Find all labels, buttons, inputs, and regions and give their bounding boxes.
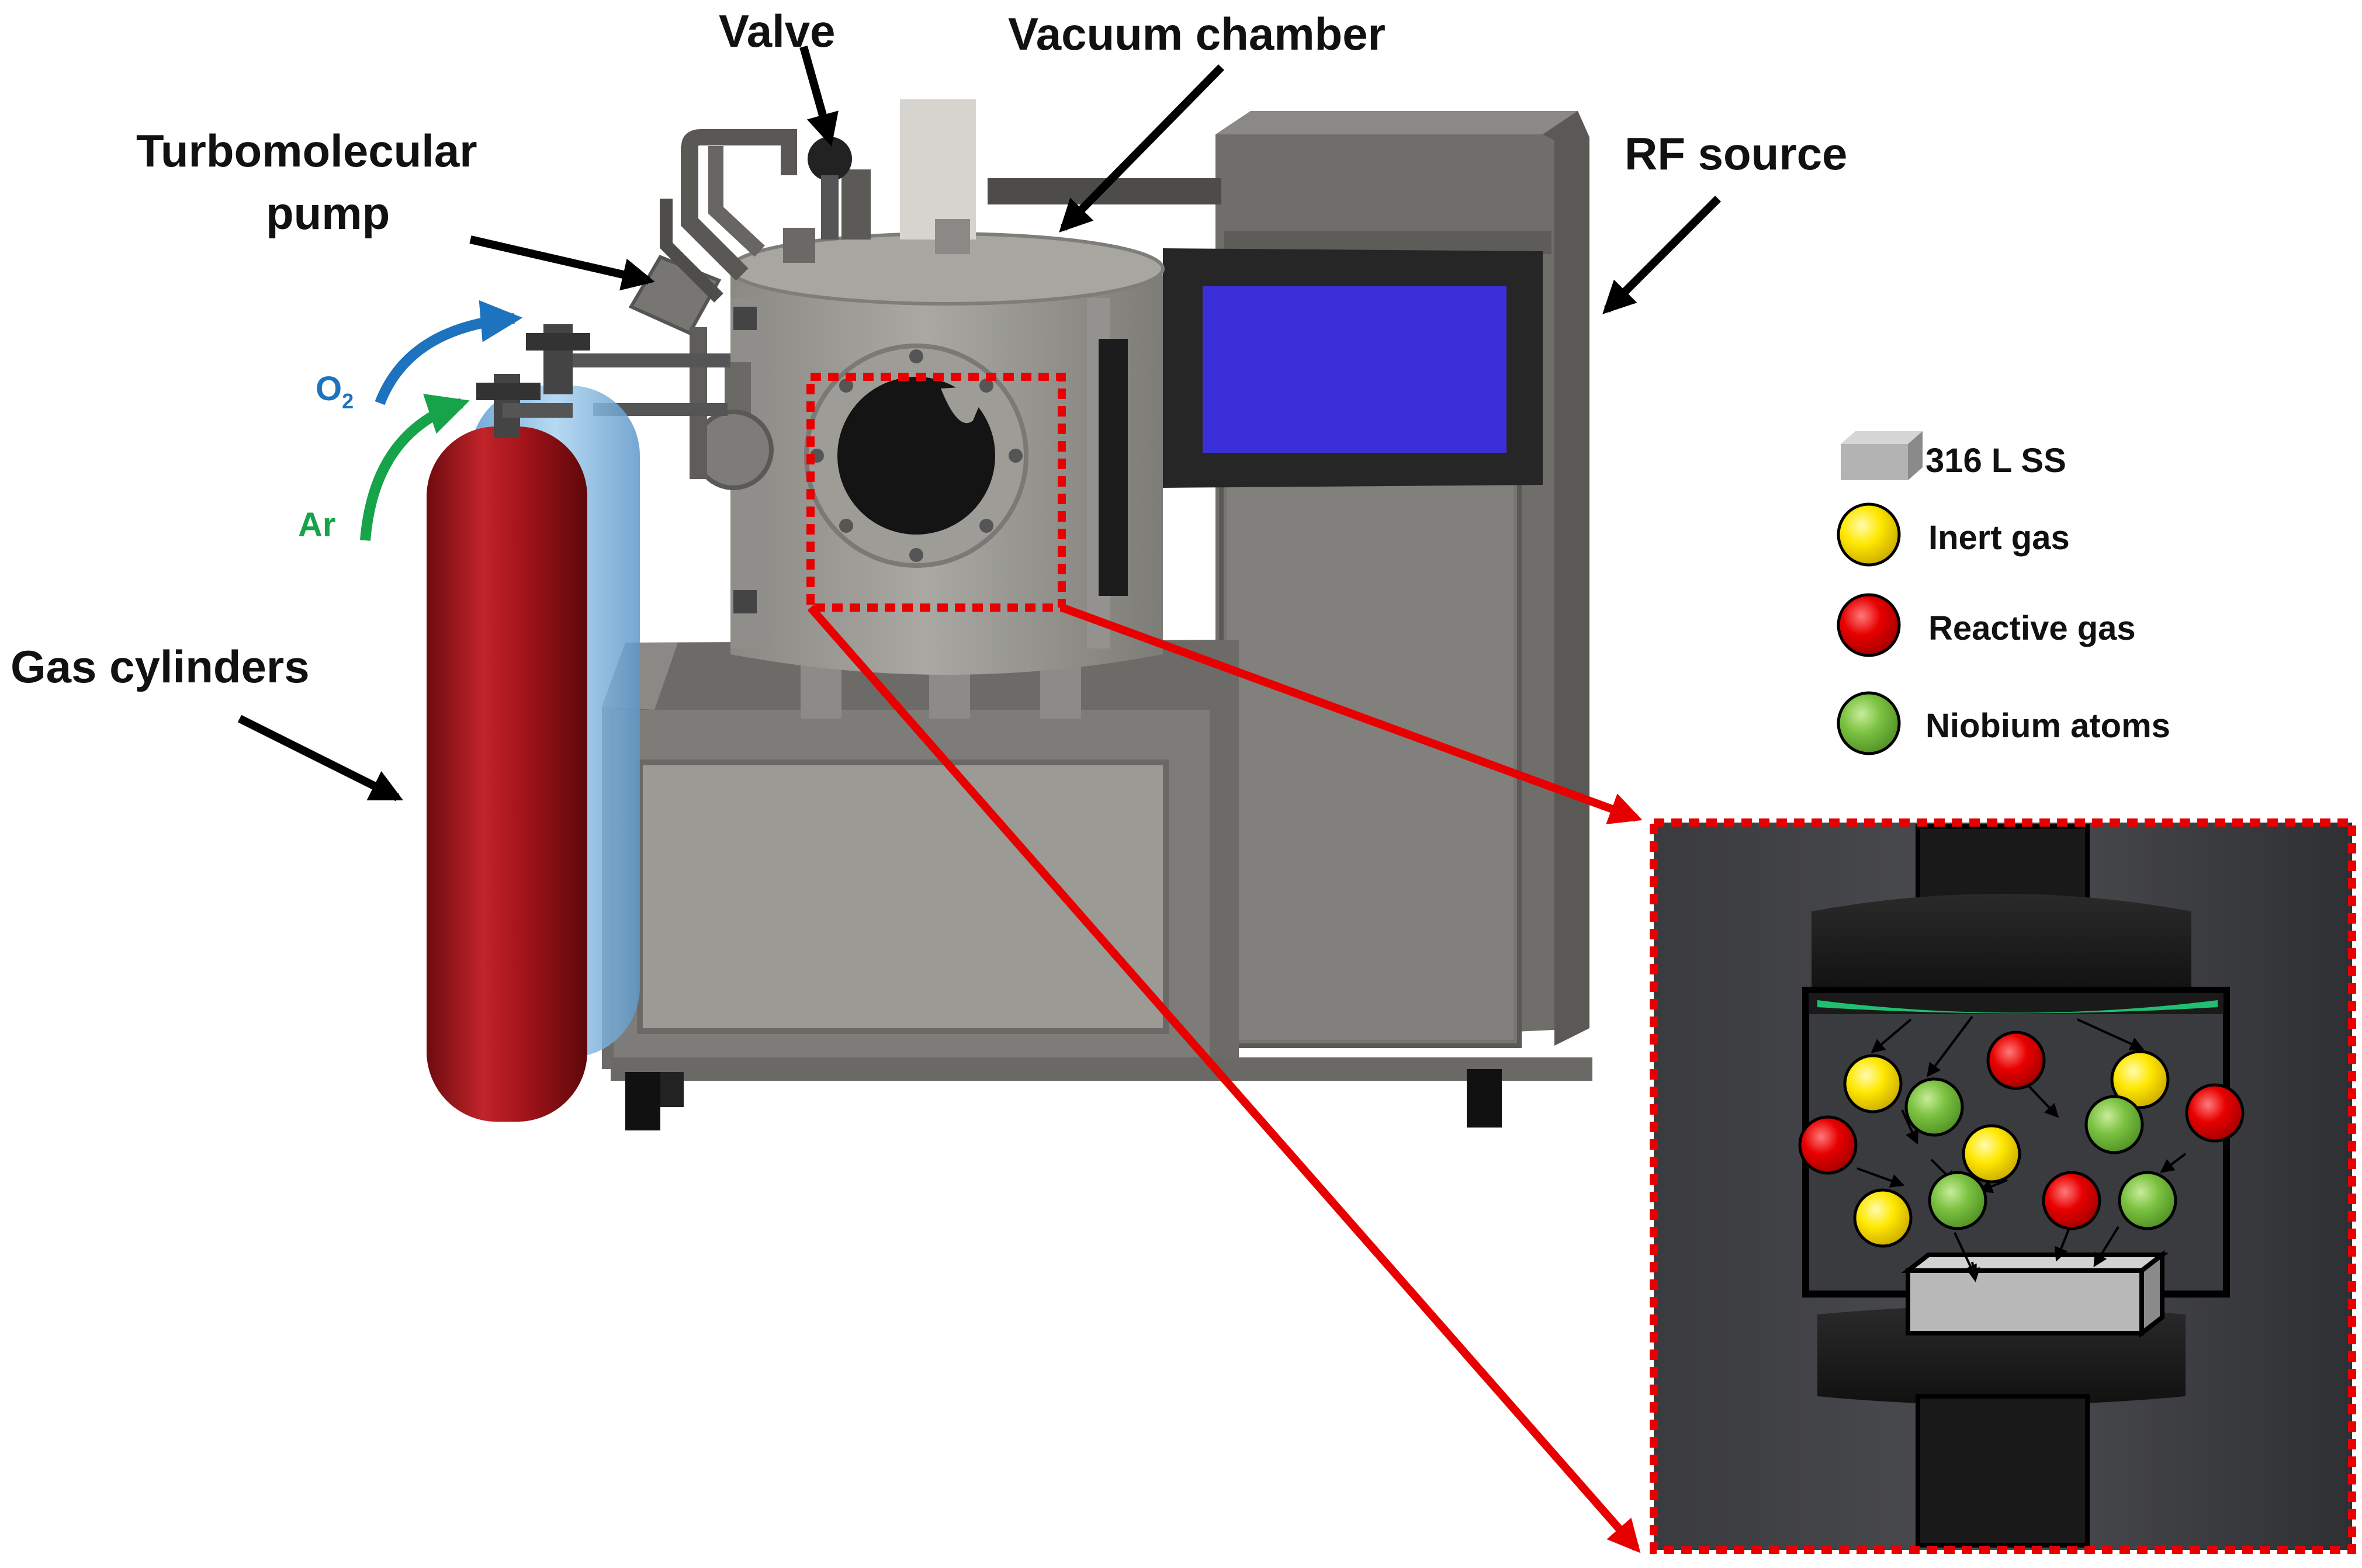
o2-flow-arrow [375, 300, 523, 405]
zoom-inset-border [1650, 818, 2356, 1554]
gas-flow-arrows [360, 300, 523, 541]
base-cabinet [602, 640, 1592, 1130]
side-window [1099, 339, 1128, 596]
steel-block-icon [1841, 431, 1923, 444]
reactive-gas-particle [1986, 1031, 2046, 1090]
niobium-atom-particle [1904, 1077, 1964, 1137]
red-gas-cylinder [427, 374, 587, 1122]
legend-label: Reactive gas [1928, 609, 2136, 647]
turbo-pump-pointer-arrow [469, 235, 655, 291]
control-screen [1163, 248, 1543, 488]
zoom-source-box [806, 373, 1066, 612]
legend-label: 316 L SS [1925, 442, 2066, 480]
zoom-inset-panel [1650, 818, 2356, 1554]
reactive-gas-particle [2185, 1083, 2245, 1143]
niobium-target-layer [1817, 1000, 2218, 1014]
niobium-atom-particle [2118, 1171, 2177, 1230]
bottom-electrode-post [1916, 1394, 2090, 1548]
zoom-indicator [806, 373, 1643, 1553]
inert-gas-particle [1853, 1188, 1913, 1248]
reactive-gas-particle [2042, 1171, 2101, 1230]
label-pointers [237, 46, 1721, 802]
turbomolecular-pump [543, 129, 797, 490]
legend-label: Inert gas [1928, 519, 2070, 557]
inert-gas-particle [1843, 1054, 1903, 1113]
ar-flow-arrow [360, 394, 470, 541]
gas-cylinders-pointer-arrow [237, 714, 404, 802]
reactive-gas-particle [1798, 1115, 1858, 1175]
niobium-atom-particle [1928, 1171, 1987, 1230]
green-sphere-icon [1837, 691, 1901, 755]
o2-label: O2 [316, 370, 354, 413]
ss316l-substrate [1906, 1268, 2144, 1335]
zoom-line-lower [807, 605, 1641, 1553]
legend-label: Niobium atoms [1925, 707, 2170, 745]
legend: 316 L SS Inert gas Reactive gas Niobium … [1837, 431, 2170, 755]
legend-item-316l-ss: 316 L SS [1841, 431, 2066, 480]
ar-label: Ar [298, 506, 335, 544]
machine [427, 99, 1592, 1130]
zoom-line-upper [1060, 603, 1643, 824]
rf-source-label: RF source [1625, 128, 1847, 179]
pump-label: pump [266, 188, 390, 239]
turbomolecular-label: Turbomolecular [136, 125, 477, 176]
niobium-atom-particle [2084, 1095, 2144, 1154]
inert-gas-particle [2110, 1050, 2170, 1109]
yellow-sphere-icon [1837, 502, 1901, 567]
red-sphere-icon [1837, 593, 1901, 657]
particles [1798, 1031, 2245, 1248]
vacuum-chamber-label: Vacuum chamber [1008, 8, 1386, 60]
gas-cylinders-label: Gas cylinders [11, 641, 310, 692]
rf-source-pointer-arrow [1602, 196, 1721, 314]
legend-item-reactive-gas: Reactive gas [1837, 593, 2136, 657]
screen-display [1203, 286, 1506, 453]
legend-item-inert-gas: Inert gas [1837, 502, 2070, 567]
vacuum-chamber-pointer-arrow [1059, 64, 1224, 233]
viewport-window [804, 344, 1028, 568]
valve-label: Valve [719, 5, 836, 57]
labels: Valve Vacuum chamber Turbomolecular pump… [11, 5, 1847, 692]
inert-gas-particle [1962, 1124, 2021, 1184]
top-target-holder [1812, 894, 2191, 993]
valve-pointer-arrow [799, 46, 839, 147]
legend-item-niobium-atoms: Niobium atoms [1837, 691, 2170, 755]
